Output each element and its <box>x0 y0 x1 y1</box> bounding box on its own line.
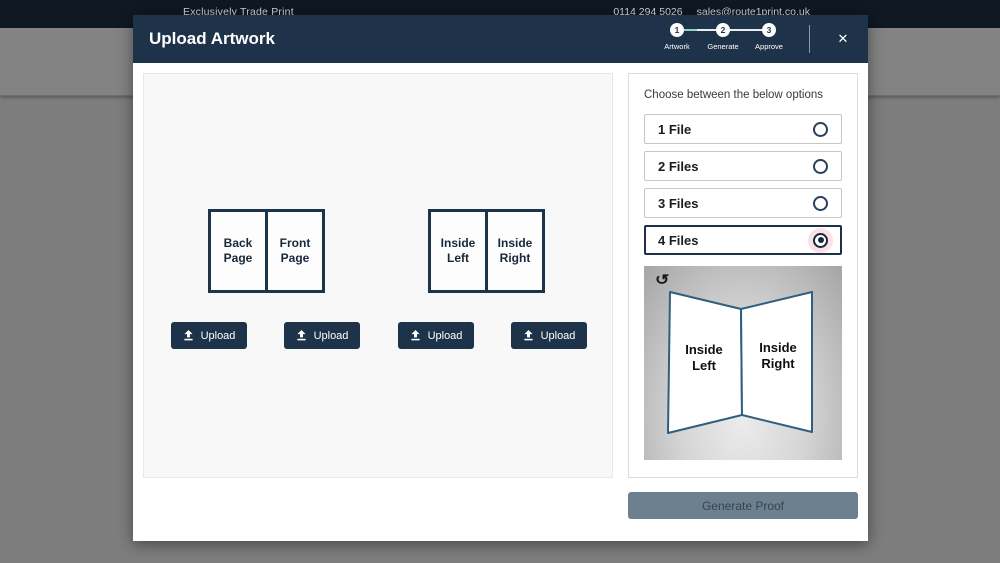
booklet-right-page <box>740 291 813 433</box>
step-generate: 2 Generate <box>707 23 739 51</box>
header-divider <box>809 25 810 53</box>
cover-spread: Back Page Front Page <box>208 209 325 293</box>
booklet-graphic: Inside Left Inside Right <box>667 291 813 434</box>
file-options-panel: Choose between the below options 1 File … <box>628 73 858 478</box>
modal-header: Upload Artwork 1 Artwork 2 Generate 3 Ap… <box>133 15 868 63</box>
radio-button-selected[interactable] <box>813 232 828 248</box>
option-3-files[interactable]: 3 Files <box>644 188 842 218</box>
artwork-panel: Back Page Front Page Inside Left Inside … <box>143 73 613 478</box>
upload-button-front[interactable]: Upload <box>284 322 360 349</box>
step-circle: 2 <box>716 23 730 37</box>
option-2-files[interactable]: 2 Files <box>644 151 842 181</box>
svg-text:Right: Right <box>761 356 795 371</box>
radio-button[interactable] <box>813 195 828 211</box>
step-circle: 3 <box>762 23 776 37</box>
svg-text:Inside: Inside <box>759 340 797 355</box>
step-approve: 3 Approve <box>755 23 783 51</box>
page-box-inside-left: Inside Left <box>428 209 488 293</box>
generate-proof-button[interactable]: Generate Proof <box>628 492 858 519</box>
radio-button[interactable] <box>813 158 828 174</box>
options-heading: Choose between the below options <box>644 89 824 101</box>
progress-stepper: 1 Artwork 2 Generate 3 Approve <box>653 23 803 59</box>
page-box-back: Back Page <box>208 209 268 293</box>
option-4-files[interactable]: 4 Files <box>644 225 842 255</box>
modal-title: Upload Artwork <box>149 29 275 48</box>
svg-text:Left: Left <box>692 358 717 373</box>
upload-artwork-modal: Upload Artwork 1 Artwork 2 Generate 3 Ap… <box>133 15 868 541</box>
close-icon[interactable]: ✕ <box>826 22 860 56</box>
upload-icon <box>410 330 420 341</box>
upload-icon <box>183 330 193 341</box>
upload-button-inside-left[interactable]: Upload <box>398 322 474 349</box>
upload-icon <box>296 330 306 341</box>
inside-spread: Inside Left Inside Right <box>428 209 545 293</box>
upload-button-back[interactable]: Upload <box>171 322 247 349</box>
svg-text:Inside: Inside <box>685 342 723 357</box>
stepper-connector <box>697 29 725 31</box>
upload-icon <box>523 330 533 341</box>
upload-button-inside-right[interactable]: Upload <box>511 322 587 349</box>
radio-button[interactable] <box>813 121 828 137</box>
step-artwork: 1 Artwork <box>664 23 690 51</box>
page-box-front: Front Page <box>265 209 325 293</box>
modal-body: Back Page Front Page Inside Left Inside … <box>133 63 868 541</box>
stepper-connector <box>729 29 769 31</box>
stepper-connector-done <box>683 29 697 31</box>
rotate-icon[interactable]: ↺ <box>655 271 670 288</box>
option-1-file[interactable]: 1 File <box>644 114 842 144</box>
page-box-inside-right: Inside Right <box>485 209 545 293</box>
fold-preview: Inside Left Inside Right ↺ <box>644 266 842 460</box>
step-circle: 1 <box>670 23 684 37</box>
